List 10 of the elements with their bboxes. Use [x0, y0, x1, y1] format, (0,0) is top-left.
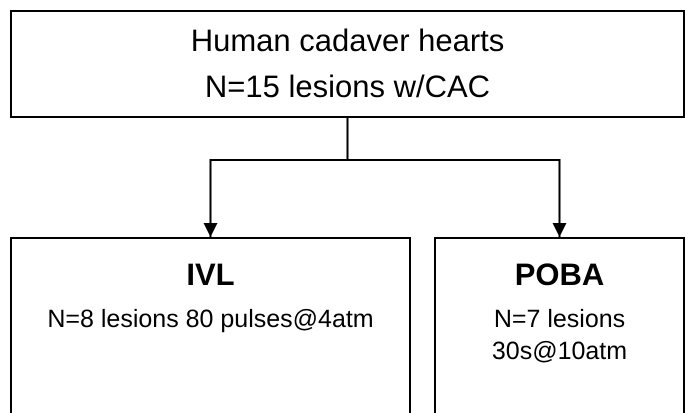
box-text: N=8 lesions 80 pulses@4atm [46, 304, 375, 335]
box-heading: POBA [514, 256, 604, 294]
box-text: Human cadaver hearts [190, 22, 504, 60]
arrow [346, 118, 566, 237]
box-text: N=15 lesions w/CAC [204, 68, 490, 106]
process-box [10, 237, 411, 413]
process-box [434, 237, 685, 413]
box-heading: IVL [186, 256, 235, 294]
process-box [10, 10, 685, 118]
box-text: N=7 lesions 30s@10atm [490, 304, 628, 367]
